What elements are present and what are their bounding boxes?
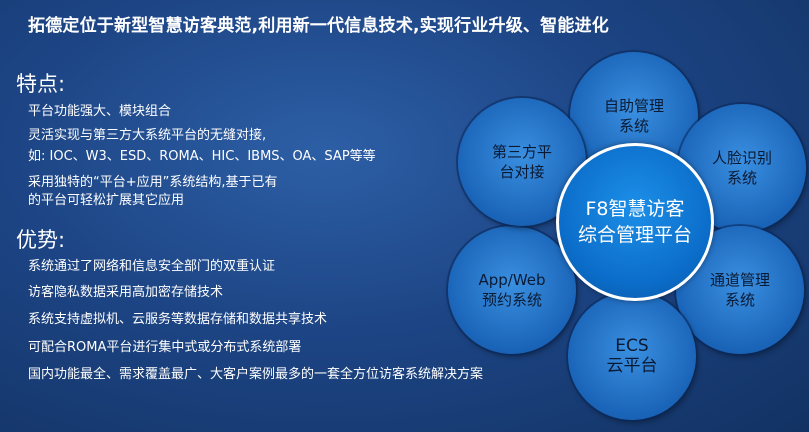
petal-label-line2: 台对接 [499, 163, 545, 181]
feature-line: 灵活实现与第三方大系统平台的无缝对接, [28, 128, 267, 143]
feature-line: 采用独特的“平台+应用”系统结构,基于已有 [28, 175, 278, 190]
petal-label-line2: 预约系统 [481, 291, 542, 309]
center-label-line1: F8智慧访客 [585, 198, 685, 220]
petal-label-line1: 通道管理 [709, 271, 770, 289]
petal-label-line1: ECS [615, 336, 649, 356]
petal-label-line1: App/Web [478, 271, 546, 289]
feature-line: 的平台可轻松扩展其它应用 [28, 193, 185, 208]
advantage-line: 系统通过了网络和信息安全部门的双重认证 [28, 259, 276, 274]
petal-label-line2: 云平台 [606, 356, 658, 376]
center-platform: F8智慧访客综合管理平台 [556, 143, 714, 301]
feature-line: 如: IOC、W3、ESD、ROMA、HIC、IBMS、OA、SAP等等 [28, 149, 376, 164]
petal-label-line2: 系统 [724, 291, 755, 309]
features-heading: 特点: [16, 72, 66, 96]
petal-label-line2: 系统 [726, 169, 757, 187]
advantages-heading: 优势: [16, 228, 66, 252]
petal-label-line1: 第三方平 [491, 143, 552, 161]
petal-face-recognition: 人脸识别系统 [678, 104, 806, 232]
center-label-line2: 综合管理平台 [577, 224, 692, 246]
advantage-line: 访客隐私数据采用高加密存储技术 [28, 285, 224, 300]
feature-line: 平台功能强大、模块组合 [28, 104, 172, 119]
advantage-line: 国内功能最全、需求覆盖最广、大客户案例最多的一套全方位访客系统解决方案 [28, 367, 484, 382]
advantage-line: 系统支持虚拟机、云服务等数据存储和数据共享技术 [28, 312, 328, 327]
petal-label-line1: 自助管理 [603, 97, 664, 115]
slide-title: 拓德定位于新型智慧访客典范,利用新一代信息技术,实现行业升级、智能进化 [28, 16, 609, 36]
petal-label-line1: 人脸识别 [711, 149, 772, 167]
petal-app-web-booking: App/Web 预约系统 [448, 226, 576, 354]
advantage-line: 可配合ROMA平台进行集中式或分布式系统部署 [28, 340, 302, 355]
petal-label-line2: 系统 [618, 117, 649, 135]
